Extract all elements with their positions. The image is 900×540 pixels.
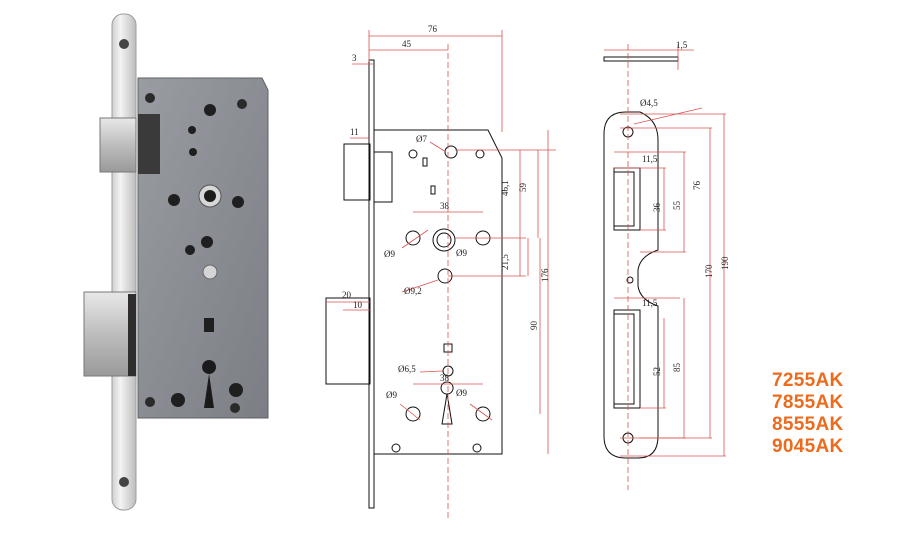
dim-hole-bottom-right: Ø9 [456,388,467,398]
lock-product-illustration [83,13,269,511]
front-latch-inner [373,151,393,203]
dim-height-176: 176 [540,268,550,282]
dim-height-190: 190 [720,256,730,270]
case-hole [189,148,197,156]
model-number-list: 7255AK 7855AK 8555AK 9045AK [772,370,882,458]
faceplate-screw-hole-top [119,39,129,49]
strike-plate-outline [603,111,659,459]
case-slot [204,318,214,332]
case-hole [204,104,216,116]
model-number: 7255AK [772,370,844,391]
dead-bolt-slot [128,294,136,376]
dim-hole-bottom-left: Ø9 [386,390,397,400]
dim-overall-width: 76 [428,24,438,34]
case-hole [185,245,195,255]
dim-strike-thickness: 1,5 [676,40,688,50]
dim-latch-width: 11 [350,127,359,137]
dim-follower-hole: Ø7 [416,134,427,144]
faceplate-screw-hole-bottom [119,477,129,487]
front-latch-outline [343,143,371,201]
front-deadbolt-outline [325,297,371,385]
dim-centre-90: 90 [529,321,539,331]
case-hole [229,383,243,397]
dead-bolt [83,291,137,377]
model-number: 9045AK [772,436,844,457]
dim-latch-cut-36: 36 [652,203,662,213]
strike-plate-drawing: 1,5 Ø4,5 11,5 36 55 76 170 190 11,5 52 8… [603,40,730,490]
latch-bolt [99,117,137,173]
follower-spindle-core [204,190,216,202]
case-hole [201,236,213,248]
dim-cylinder-spacing: 38 [440,373,450,383]
dim-height-170: 170 [704,264,714,278]
dim-latch-cut-width: 11,5 [642,154,658,164]
dim-cylinder-hole: Ø6,5 [398,364,416,374]
case-screw-icon [237,99,247,109]
dim-spindle-centres: 38 [440,201,450,211]
dim-hole-dist-59: 59 [518,183,528,193]
case-hole [232,196,244,208]
front-body-outline [374,129,503,455]
case-hole [168,194,180,206]
dim-hole-right-mid: Ø9 [456,248,467,258]
dim-bolt-width: 10 [353,300,363,310]
lock-case-body [137,77,269,419]
dim-backset: 45 [402,39,412,49]
dim-faceplate-thickness: 3 [352,53,357,63]
case-hole [202,264,218,280]
case-screw-icon [145,93,155,103]
case-screw-icon [230,403,240,413]
dim-bolt-cut-85: 85 [672,363,682,373]
strike-edge-view [603,56,679,62]
front-faceplate-outline [368,59,375,509]
dim-latch-cut-55: 55 [672,201,682,211]
dim-bolt-cut-52: 52 [652,367,662,376]
latch-bolt-inner [138,114,160,174]
case-screw-icon [145,397,155,407]
lock-faceplate [111,13,137,511]
dim-bolt-cut-width: 11,5 [642,298,658,308]
keyhole-icon [202,360,217,408]
dim-hole-left-mid: Ø9 [384,249,395,259]
dim-hole-small: Ø9,2 [404,286,422,296]
dim-latch-cut-76: 76 [692,181,702,191]
dim-offset-21-5: 21,5 [500,254,510,270]
dim-bolt-throw: 20 [342,290,352,300]
model-number: 8555AK [772,414,844,435]
dim-strike-screw-hole: Ø4,5 [640,98,658,108]
lock-front-drawing: 76 45 3 11 Ø7 46,1 59 38 Ø9 Ø9 21,5 Ø9,2… [325,24,556,520]
model-number: 7855AK [772,392,844,413]
dim-hole-spacing-top: 46,1 [500,180,510,196]
case-hole [188,126,196,134]
case-hole [171,393,185,407]
